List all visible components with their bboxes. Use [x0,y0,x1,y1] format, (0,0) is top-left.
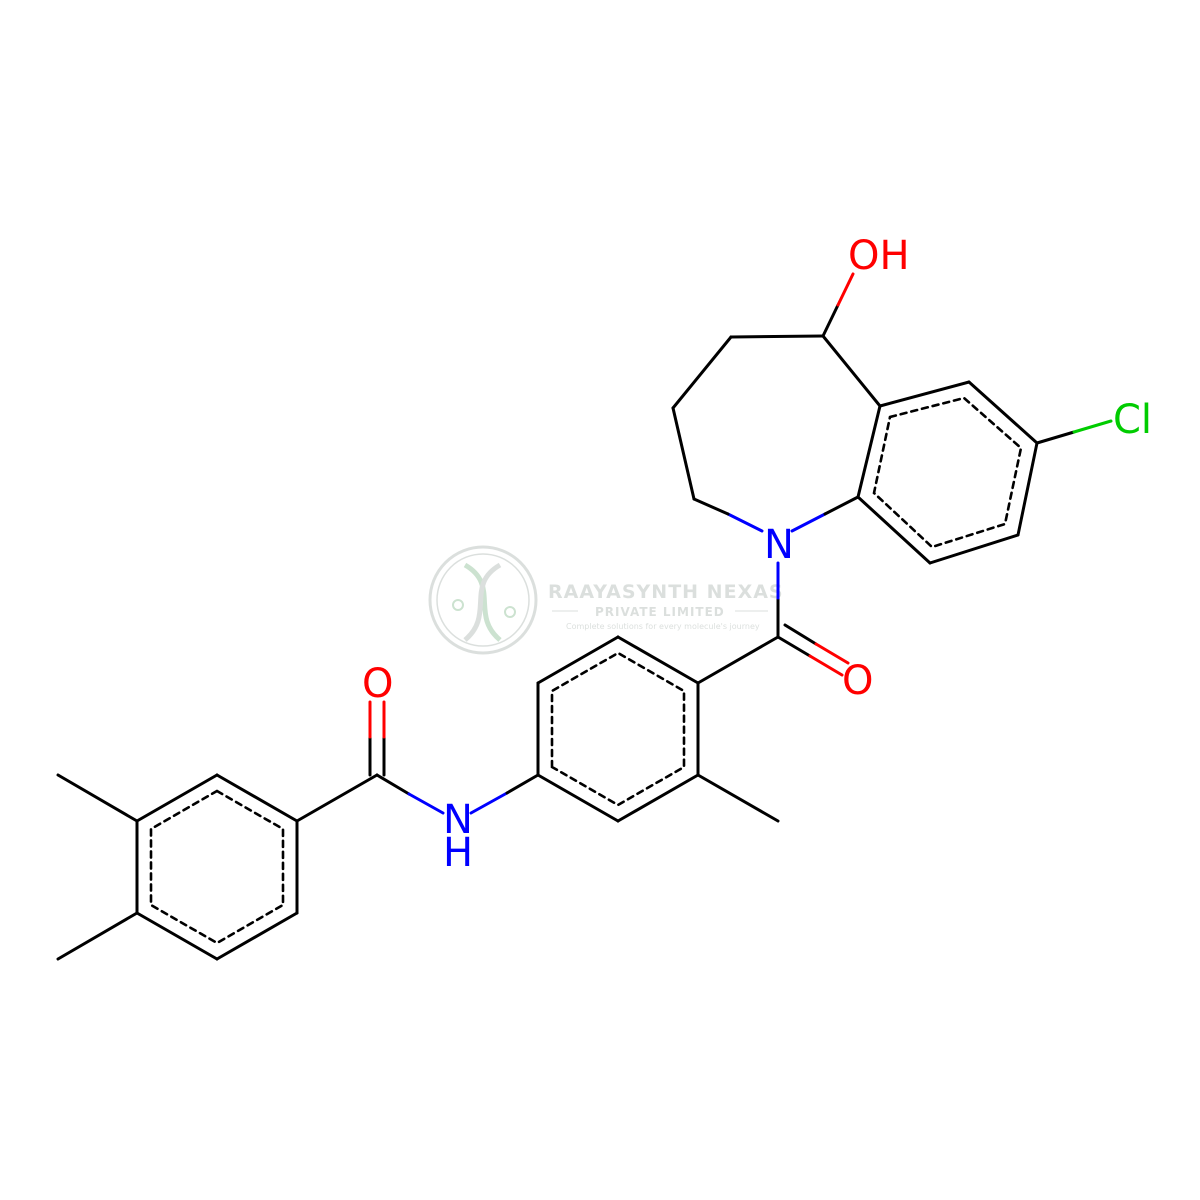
ring-to-carbonyl-bond [295,773,379,823]
chlorine-label: Cl [1113,397,1152,443]
amide-oxygen-label: O [362,661,393,707]
dimethylphenyl-ring [135,773,299,961]
c-oh-bond [821,272,855,338]
amide-nitrogen-label: N [443,797,473,843]
ring-to-ketone-bond [696,635,780,685]
amide-hydrogen-label: H [443,830,473,876]
ketone-double-bond [776,623,850,677]
methylphenyl-ring [536,635,700,823]
atom-labels: OH Cl N O O N H [362,233,1152,876]
methyl-bond-upper [56,773,139,823]
azepine-ring [671,334,882,533]
watermark-company: RAAYASYNTH NEXAS [548,581,784,603]
bonds [56,272,1113,961]
amide-c-n-bond [375,773,445,815]
watermark: RAAYASYNTH NEXAS PRIVATE LIMITED Complet… [428,545,784,655]
watermark-logo-icon [428,545,538,655]
aryl-methyl-bond [696,773,780,823]
ring-nitrogen-label: N [764,522,794,568]
watermark-subtitle: PRIVATE LIMITED [595,605,725,619]
c-cl-bond [1035,419,1113,445]
hydroxyl-label: OH [848,233,910,279]
amide-carbonyl-double-bond [368,700,386,777]
methyl-bond-lower [56,911,139,961]
n-to-aryl-bond [469,773,540,815]
watermark-tagline: Complete solutions for every molecule's … [566,622,760,631]
chlorobenzo-ring [856,380,1039,565]
ketone-oxygen-label: O [842,658,873,704]
